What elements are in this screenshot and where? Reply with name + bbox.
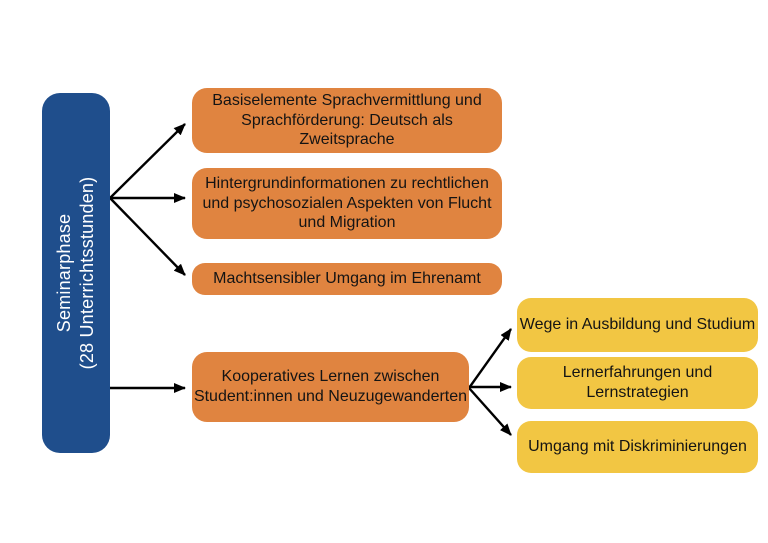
- node-subtopic-wege-ausbildung-studium: Wege in Ausbildung und Studium: [517, 298, 758, 352]
- arrow-phase-to-basiselemente: [109, 123, 186, 199]
- node-subtopic-diskriminierungen: Umgang mit Diskriminierungen: [517, 421, 758, 473]
- arrow-kooperatives-to-diskriminierungen: [468, 387, 512, 436]
- node-topic-kooperatives-lernen: Kooperatives Lernen zwischen Student:inn…: [192, 352, 469, 422]
- node-subtopic-wege-label: Wege in Ausbildung und Studium: [519, 316, 756, 333]
- node-subtopic-lernerfahrungen: Lernerfahrungen und Lernstrategien: [517, 357, 758, 409]
- node-subtopic-lernerfahrungen-label: Lernerfahrungen und Lernstrategien: [562, 364, 713, 401]
- node-topic-hintergrundinformationen: Hintergrundinformationen zu rechtlichen …: [192, 168, 502, 239]
- arrow-phase-to-machtsensibler: [109, 197, 186, 276]
- node-subtopic-diskriminierungen-label: Umgang mit Diskriminierungen: [528, 438, 747, 455]
- node-seminarphase: Seminarphase (28 Unterrichtsstunden): [42, 93, 110, 453]
- node-topic-kooperatives-lernen-label: Kooperatives Lernen zwischen Student:inn…: [193, 367, 468, 406]
- arrow-kooperatives-to-wege: [468, 328, 512, 389]
- node-topic-machtsensibler-umgang-label: Machtsensibler Umgang im Ehrenamt: [213, 270, 481, 288]
- node-topic-machtsensibler-umgang: Machtsensibler Umgang im Ehrenamt: [192, 263, 502, 295]
- node-topic-hintergrundinformationen-label: Hintergrundinformationen zu rechtlichen …: [202, 175, 492, 232]
- node-topic-basiselemente-label: Basiselemente Sprachvermittlung und Spra…: [212, 92, 482, 149]
- node-topic-basiselemente: Basiselemente Sprachvermittlung und Spra…: [192, 88, 502, 153]
- node-seminarphase-label: Seminarphase (28 Unterrichtsstunden): [54, 176, 97, 370]
